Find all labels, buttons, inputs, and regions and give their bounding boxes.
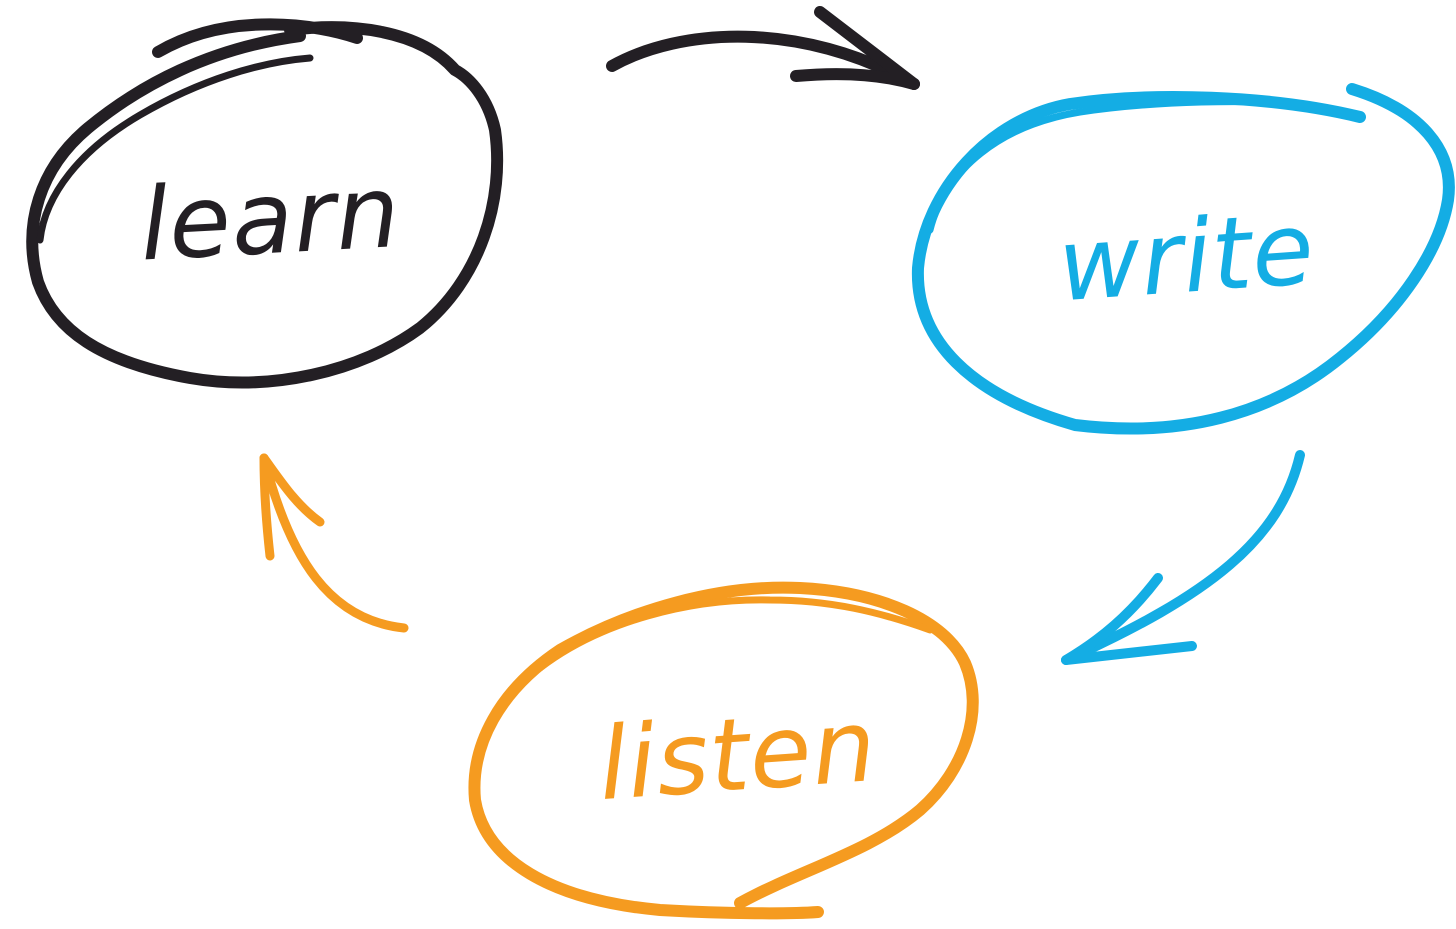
node-write-label: write (1054, 190, 1318, 325)
node-learn-outline (26, 18, 504, 389)
edge-learn-to-write (606, 6, 920, 90)
edge-listen-to-learn-shaft (259, 453, 409, 633)
edge-write-to-listen-arrowhead (1061, 573, 1197, 665)
node-learn: learn (26, 18, 504, 389)
edge-listen-to-learn (259, 453, 409, 633)
node-listen-outline-inner (536, 596, 934, 672)
node-listen-outline (468, 581, 979, 920)
edge-write-to-listen-shaft (1061, 450, 1305, 665)
edge-learn-to-write-arrowhead (790, 6, 920, 90)
node-listen-label: listen (595, 687, 880, 823)
edge-listen-to-learn-arrowhead (259, 453, 325, 561)
node-write: write (911, 83, 1455, 435)
edge-write-to-listen (1061, 450, 1305, 665)
edge-learn-to-write-shaft (606, 30, 920, 90)
node-learn-label: learn (137, 153, 403, 283)
node-write-outline-inner (926, 98, 1304, 234)
node-learn-outline-inner (36, 54, 314, 244)
node-listen: listen (468, 581, 979, 920)
node-write-outline (911, 83, 1455, 435)
